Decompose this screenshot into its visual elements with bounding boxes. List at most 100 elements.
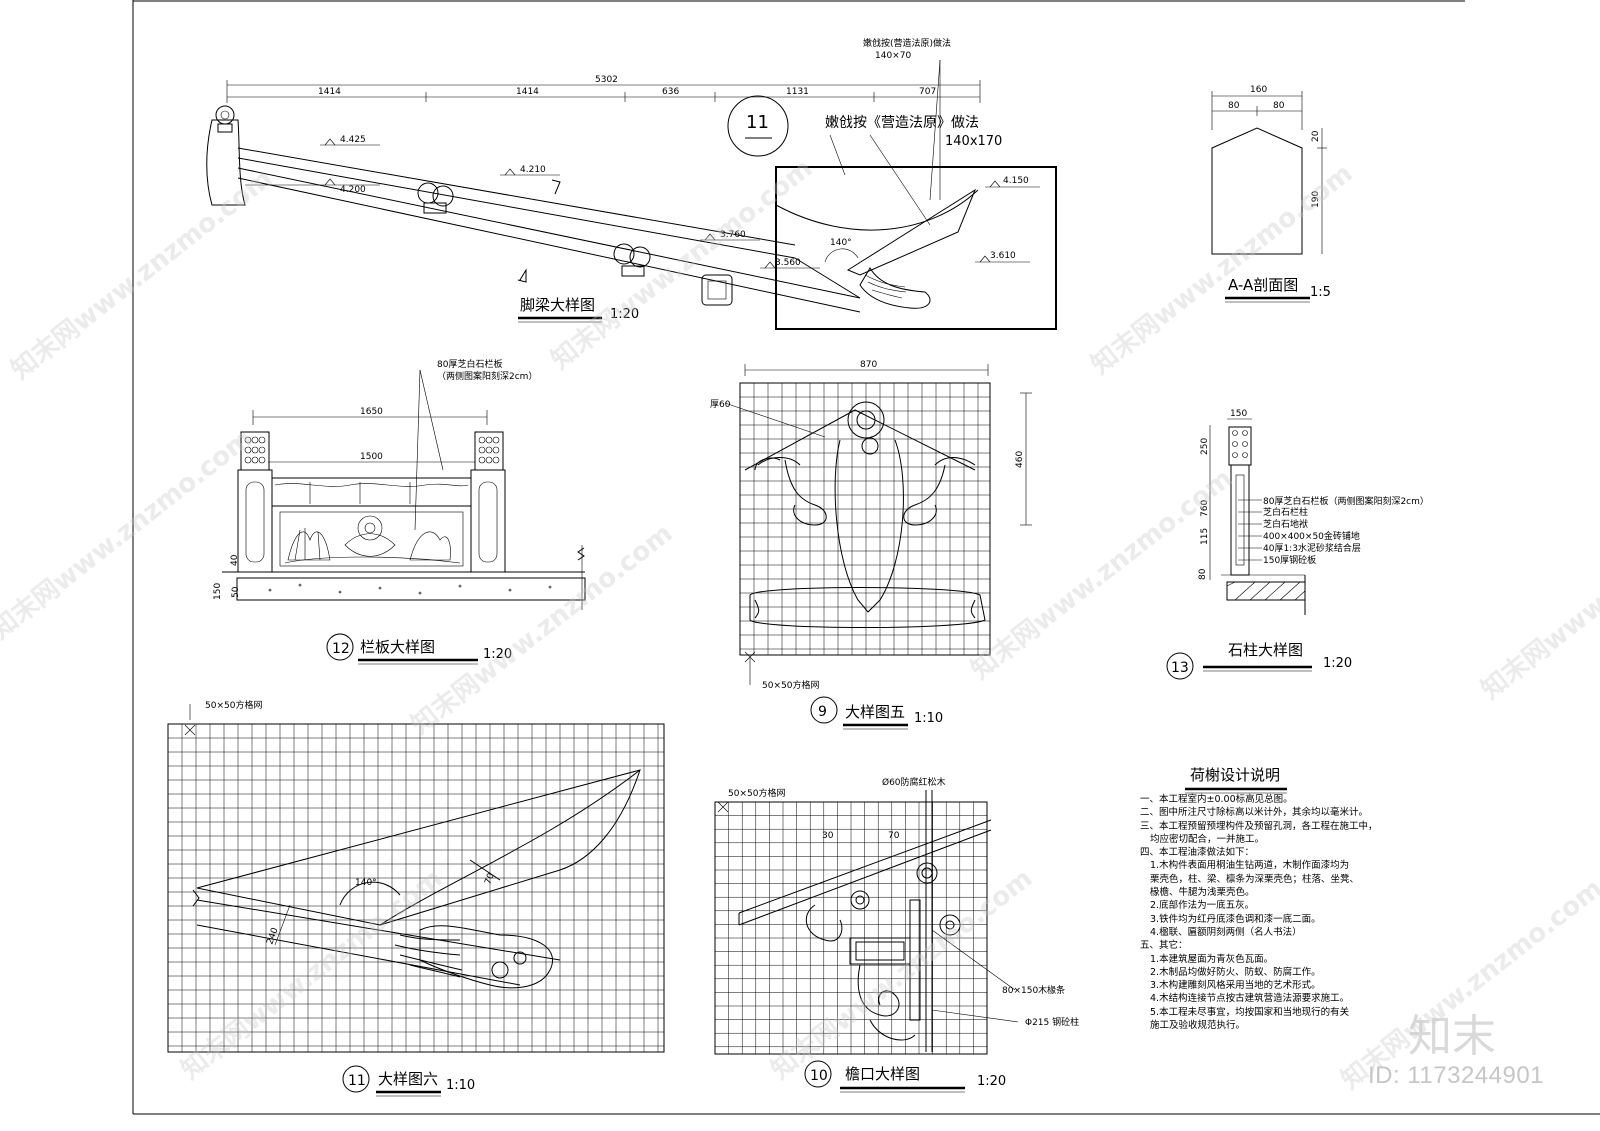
pillar-detail: 150 250 760 115 80 80厚芝白石栏板（两侧图案阳刻深2cm） … <box>1166 409 1429 680</box>
pillar-scale: 1:20 <box>1323 656 1352 671</box>
svg-text:80: 80 <box>1273 101 1285 111</box>
image-id-label: ID: 1173244901 <box>1368 1062 1545 1089</box>
eave-side-note-1: 80×150木椽条 <box>1002 984 1065 996</box>
detail-six: 50×50方格网 240 70 140° 11 大样图六 1:10 <box>167 699 665 1097</box>
beam-note-large-size: 140x170 <box>945 134 1002 149</box>
pillar-label-5: 40厚1:3水泥砂浆结合层 <box>1263 542 1361 554</box>
panel-detail: 80厚芝白石栏板 （两侧图案阳刻深2cm） 1650 1500 <box>213 358 586 665</box>
notes-line: 2.木制品均做好防火、防蚁、防腐工作。 <box>1150 966 1321 978</box>
detail-five: 870 460 厚60 50×50方格网 9 大样图五 1:10 <box>710 360 1032 730</box>
six-num: 11 <box>348 1073 366 1089</box>
beam-dim-2: 1414 <box>516 87 539 97</box>
svg-text:50: 50 <box>231 586 241 598</box>
beam-dim-5: 707 <box>919 87 936 97</box>
brand-logo: 知末 <box>1408 1011 1496 1062</box>
notes-line: 2.底部作法为一底五灰。 <box>1150 900 1255 912</box>
panel-dim-1500: 1500 <box>360 452 383 462</box>
beam-callout-circle <box>727 95 789 157</box>
six-scale: 1:10 <box>446 1078 475 1093</box>
eave-grid <box>714 801 988 1055</box>
purlin-ornament-2 <box>613 243 651 277</box>
eave-scale: 1:20 <box>977 1074 1006 1089</box>
pillar-num: 13 <box>1171 660 1189 676</box>
svg-text:3.760: 3.760 <box>720 230 746 240</box>
svg-text:760: 760 <box>1200 500 1210 517</box>
svg-text:4.200: 4.200 <box>340 185 366 195</box>
notes-title: 荷榭设计说明 <box>1190 766 1280 784</box>
notes-line: 一、本工程室内±0.00标高见总图。 <box>1140 794 1293 805</box>
svg-text:30: 30 <box>822 831 834 841</box>
svg-text:知末网www.znzmo.com: 知末网www.znzmo.com <box>1086 158 1358 380</box>
notes-line: 1.木构件表面用桐油生钻两道，木制作面漆均为 <box>1150 860 1350 872</box>
pillar-label-2: 芝白石栏柱 <box>1263 506 1308 518</box>
notes-line: 4.楹联、匾额阴刻两侧（名人书法） <box>1150 926 1302 938</box>
svg-text:知末网www.znzmo.com: 知末网www.znzmo.com <box>406 518 678 740</box>
panel-num: 12 <box>332 641 350 657</box>
detail-five-grid <box>739 382 991 656</box>
five-grid-note: 50×50方格网 <box>762 679 819 691</box>
beam-end-ornament <box>215 105 235 125</box>
pillar-label-4: 400×400×50金砖铺地 <box>1263 530 1360 542</box>
panel-lotus-carving <box>284 515 461 564</box>
aa-title: A-A剖面图 <box>1228 276 1298 294</box>
panel-scale: 1:20 <box>483 647 512 662</box>
notes-line: 4.木结构连接节点按古建筑营造法源要求施工。 <box>1150 993 1350 1005</box>
beam-dim-3: 636 <box>662 87 679 97</box>
aa-dim-width: 160 <box>1250 85 1267 95</box>
pillar-label-3: 芝白石地袱 <box>1263 518 1308 530</box>
eave-carving <box>738 790 992 1052</box>
svg-text:150: 150 <box>213 583 223 600</box>
detail-five-ornament <box>744 401 986 628</box>
notes-line: 3.木构建雕刻风格采用当地的艺术形式。 <box>1150 980 1321 992</box>
notes-line: 均应密切配合，一并施工。 <box>1150 833 1265 845</box>
eave-num: 10 <box>810 1068 828 1084</box>
eave-title: 檐口大样图 <box>845 1065 920 1083</box>
six-grid-note: 50×50方格网 <box>205 699 262 711</box>
eave-grid-note: 50×50方格网 <box>728 787 785 799</box>
notes-line: 1.本建筑屋面为青灰色瓦面。 <box>1150 953 1274 965</box>
pillar-label-6: 150厚钢砼板 <box>1263 554 1316 566</box>
purlin-ornament-1 <box>417 182 454 214</box>
svg-text:70: 70 <box>888 831 900 841</box>
notes-line: 施工及验收规范执行。 <box>1150 1020 1246 1032</box>
beam-scale: 1:20 <box>610 307 639 322</box>
svg-text:3.610: 3.610 <box>990 251 1016 261</box>
five-num: 9 <box>818 704 827 720</box>
five-scale: 1:10 <box>914 711 943 726</box>
beam-dragon-carving <box>859 267 931 309</box>
svg-text:4.150: 4.150 <box>1003 176 1029 186</box>
aa-profile <box>1211 127 1303 255</box>
beam-detail: 5302 1414 1414 636 1131 707 <box>206 37 1057 330</box>
svg-text:知末网www.znzmo.com: 知末网www.znzmo.com <box>6 163 278 385</box>
svg-text:115: 115 <box>1200 528 1210 545</box>
beam-note-large: 嫩戗按《营造法原》做法 <box>825 115 979 131</box>
svg-text:4.210: 4.210 <box>520 165 546 175</box>
aa-scale: 1:5 <box>1310 285 1331 300</box>
five-dim-height: 460 <box>1015 451 1025 468</box>
notes-line: 三、本工程预留预埋构件及预留孔洞，各工程在施工中， <box>1140 820 1378 832</box>
detail-six-grid <box>167 723 665 1053</box>
pillar-title: 石柱大样图 <box>1228 641 1303 659</box>
eave-side-note-2: Φ215 钢砼柱 <box>1025 1016 1079 1028</box>
panel-note-1: 80厚芝白石栏板 <box>437 358 502 370</box>
beam-enlarged-box <box>775 166 1057 330</box>
beam-dim-1: 1414 <box>318 87 341 97</box>
notes-line: 五、其它： <box>1140 940 1188 952</box>
five-thickness: 厚60 <box>710 399 731 410</box>
section-aa: 160 80 80 20 190 A-A剖面图 1:5 <box>1211 85 1331 303</box>
six-angle: 140° <box>355 878 377 888</box>
detail-six-rafter <box>192 769 641 989</box>
svg-text:知末网www.znzmo.com: 知末网www.znzmo.com <box>766 863 1038 1085</box>
beam-title: 脚梁大样图 <box>520 296 595 314</box>
svg-text:知末网www.znzmo.com: 知末网www.znzmo.com <box>1476 483 1600 705</box>
notes-line: 5.本工程未尽事宜，均按国家和当地现行的有关 <box>1150 1006 1350 1018</box>
svg-text:知末网www.znzmo.com: 知末网www.znzmo.com <box>0 423 258 645</box>
panel-title: 栏板大样图 <box>360 638 435 656</box>
svg-text:20: 20 <box>1311 130 1321 142</box>
beam-note-small: 嫩戗按(营造法原)做法 <box>863 37 951 49</box>
svg-text:250: 250 <box>1200 438 1210 455</box>
six-title: 大样图六 <box>378 1070 438 1088</box>
beam-dim-4: 1131 <box>786 87 809 97</box>
eave-top-note: Ø60防腐红松木 <box>882 776 946 788</box>
beam-end-rafter <box>846 188 977 276</box>
